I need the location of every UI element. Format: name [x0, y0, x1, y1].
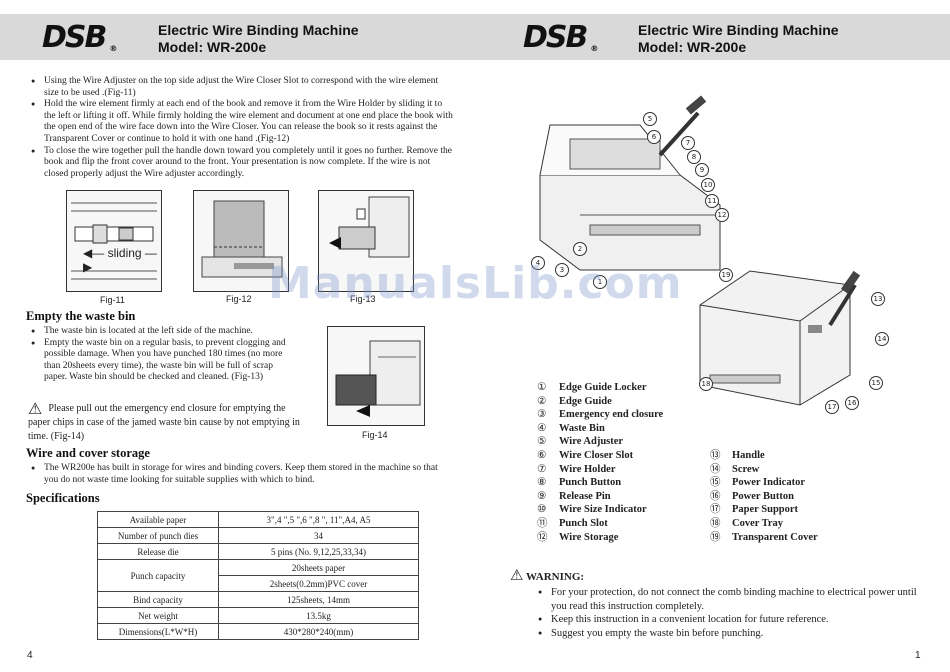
callout-1: 1 — [593, 275, 607, 289]
callout-4: 4 — [531, 256, 545, 270]
callout-3: 3 — [555, 263, 569, 277]
fig-14-illustration — [327, 326, 425, 426]
fig-11-illustration: ◀— sliding —▶ — [66, 190, 162, 292]
header-title: Electric Wire Binding Machine Model: WR-… — [158, 22, 359, 55]
right-header: DSB® Electric Wire Binding Machine Model… — [475, 14, 950, 60]
fig-12-caption: Fig-12 — [226, 294, 252, 304]
callout-7: 7 — [681, 136, 695, 150]
right-page: DSB® Electric Wire Binding Machine Model… — [475, 0, 950, 672]
left-page: DSB® Electric Wire Binding Machine Model… — [0, 0, 475, 672]
bullet-item: Hold the wire element firmly at each end… — [28, 99, 453, 145]
callout-18: 18 — [699, 377, 713, 391]
dsb-logo: DSB® — [523, 20, 598, 55]
bullet-item: Suggest you empty the waste bin before p… — [535, 627, 925, 641]
callout-15: 15 — [869, 376, 883, 390]
callout-12: 12 — [715, 208, 729, 222]
callout-10: 10 — [701, 178, 715, 192]
bullet-item: The WR200e has built in storage for wire… — [28, 463, 453, 486]
callout-17: 17 — [825, 400, 839, 414]
sliding-label: ◀— sliding —▶ — [83, 246, 157, 274]
storage-heading: Wire and cover storage — [26, 446, 150, 460]
watermark: ManualsLib.com — [268, 258, 683, 309]
warning-triangle-icon: ⚠ — [510, 566, 524, 584]
bullet-item: To close the wire together pull the hand… — [28, 146, 453, 181]
callout-9: 9 — [695, 163, 709, 177]
machine-closed-illustration — [699, 270, 861, 406]
table-row: Dimensions(L*W*H)430*280*240(mm) — [97, 623, 419, 640]
bullet-item: The waste bin is located at the left sid… — [28, 326, 298, 338]
fig-14-caption: Fig-14 — [362, 430, 388, 440]
fig-13-caption: Fig-13 — [350, 294, 376, 304]
waste-bin-drawing — [329, 196, 410, 258]
machine-open-illustration — [539, 95, 721, 271]
waste-bin-heading: Empty the waste bin — [26, 309, 136, 323]
wire-adjuster-drawing — [71, 202, 157, 280]
callout-13: 13 — [871, 292, 885, 306]
bullet-item: Using the Wire Adjuster on the top side … — [28, 76, 453, 99]
callout-5: 5 — [643, 112, 657, 126]
warning-triangle-icon: ⚠ — [28, 399, 43, 418]
dsb-logo: DSB® — [42, 20, 117, 55]
bullet-item: For your protection, do not connect the … — [535, 586, 925, 613]
waste-bullets: The waste bin is located at the left sid… — [28, 326, 298, 384]
waste-warning: ⚠Please pull out the emergency end closu… — [28, 399, 300, 443]
left-header: DSB® Electric Wire Binding Machine Model… — [0, 14, 475, 60]
emergency-closure-drawing — [335, 340, 421, 417]
callout-6: 6 — [647, 130, 661, 144]
specifications-heading: Specifications — [26, 491, 100, 505]
warning-heading: ⚠ WARNING: — [510, 566, 585, 584]
book-insert-drawing — [201, 200, 283, 278]
page-number: 4 — [27, 650, 33, 661]
callout-16: 16 — [845, 396, 859, 410]
fig-13-illustration — [318, 190, 414, 292]
callout-19: 19 — [719, 268, 733, 282]
fig-11-caption: Fig-11 — [100, 295, 125, 305]
bullet-item: Keep this instruction in a convenient lo… — [535, 613, 925, 627]
fig-12-illustration — [193, 190, 289, 292]
header-title: Electric Wire Binding Machine Model: WR-… — [638, 22, 839, 55]
callout-8: 8 — [687, 150, 701, 164]
callout-14: 14 — [875, 332, 889, 346]
callout-11: 11 — [705, 194, 719, 208]
usage-bullets: Using the Wire Adjuster on the top side … — [28, 76, 453, 180]
bullet-item: Empty the waste bin on a regular basis, … — [28, 338, 298, 384]
warning-list: For your protection, do not connect the … — [535, 586, 925, 640]
storage-bullets: The WR200e has built in storage for wire… — [28, 463, 453, 486]
callout-2: 2 — [573, 242, 587, 256]
page-number: 1 — [915, 650, 921, 661]
